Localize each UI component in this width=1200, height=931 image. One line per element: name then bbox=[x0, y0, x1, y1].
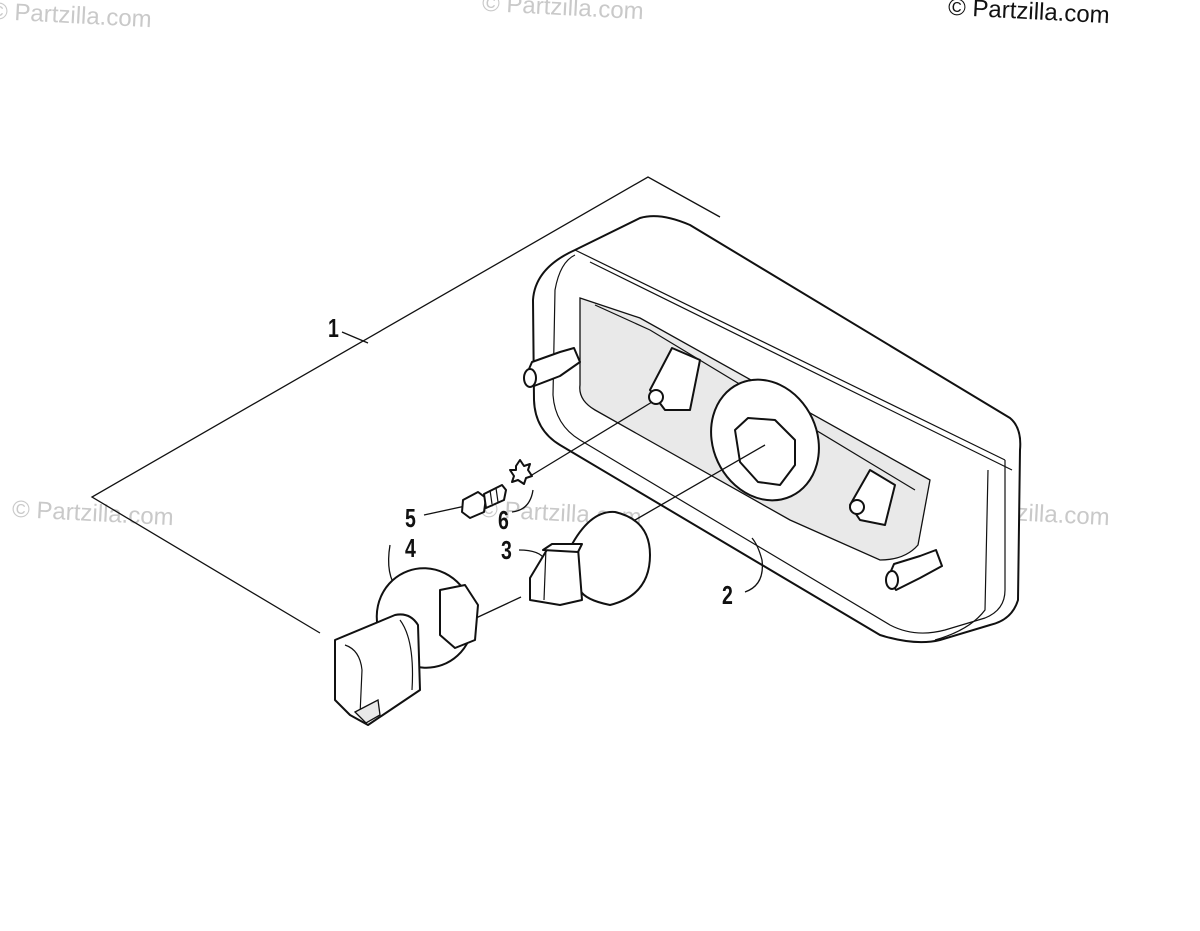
callout-3: 3 bbox=[501, 535, 512, 565]
star-washer bbox=[509, 459, 533, 485]
bulb bbox=[529, 510, 651, 606]
callout-5: 5 bbox=[405, 503, 416, 533]
assembly-bracket bbox=[90, 176, 721, 634]
callout-2: 2 bbox=[722, 580, 733, 610]
callout-4: 4 bbox=[405, 533, 416, 563]
bulb-socket bbox=[334, 567, 479, 726]
lamp-housing bbox=[523, 215, 1022, 644]
callout-6: 6 bbox=[498, 505, 509, 535]
callout-1: 1 bbox=[328, 313, 339, 343]
screw bbox=[461, 484, 507, 519]
